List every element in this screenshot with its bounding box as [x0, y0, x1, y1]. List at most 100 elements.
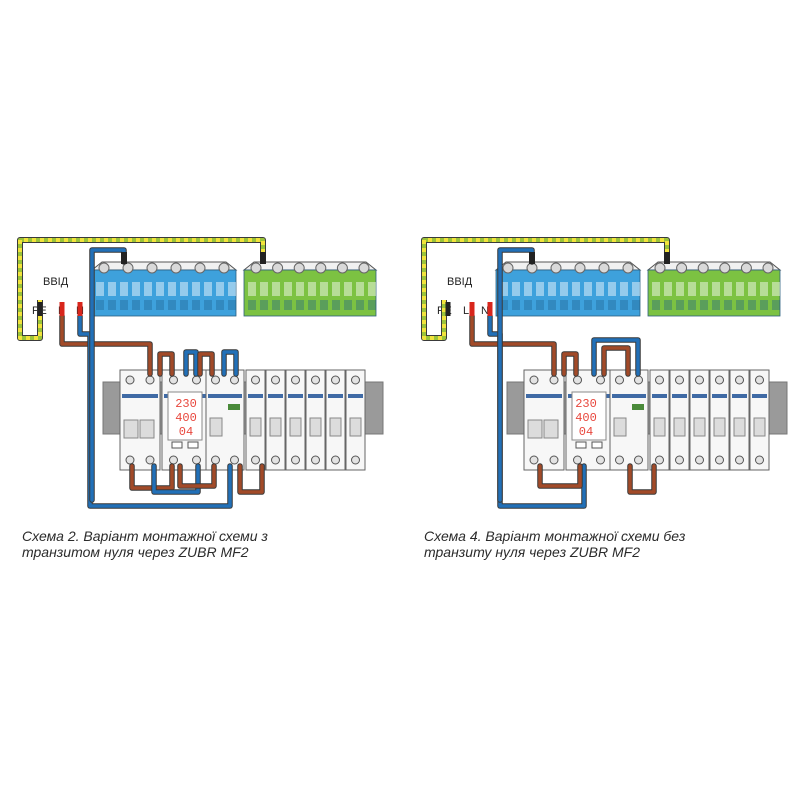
input-terminal-tip [59, 302, 65, 316]
relay-display [167, 391, 203, 441]
neutral-busbar-slot [536, 282, 544, 296]
earth-busbar-screw [740, 262, 752, 274]
mcb-6-top-screw [351, 375, 360, 385]
neutral-bridge-2 [222, 350, 238, 376]
neutral-busbar-slot [120, 282, 128, 296]
mcb-2-toggle [673, 417, 686, 437]
neutral-bridge-1-outline [591, 337, 641, 377]
mcb-6-toggle [753, 417, 766, 437]
earth-busbar-slot [760, 282, 768, 296]
caption-line: Схема 2. Варіант монтажної схеми з [22, 528, 268, 544]
neutral-busbar-slot [572, 282, 580, 296]
neutral-busbar-slot [192, 282, 200, 296]
input-terminal-tip [445, 302, 451, 316]
input-phase-wire [470, 314, 556, 376]
neutral-busbar-slot [500, 282, 508, 296]
earth-busbar-screw [315, 262, 327, 274]
mcb-4-top-screw [715, 375, 724, 385]
neutral-busbar-screw-slot [536, 300, 544, 310]
earth-busbar-slot [772, 282, 780, 296]
earth-busbar-slot [296, 282, 304, 296]
main-breaker-toggle [543, 419, 559, 439]
rcd-output-bridge [238, 464, 264, 494]
neutral-busbar-cover [494, 261, 642, 271]
wiring-diagram-right: ВВІД PE L N 230 400 04 [421, 237, 788, 509]
earth-busbar-screw [654, 262, 666, 274]
earth-busbar-screw [293, 262, 305, 274]
earth-busbar-screw-slot [308, 300, 316, 310]
relay-display-current: 400 [575, 411, 597, 425]
rcd-test-tab [228, 404, 240, 410]
input-phase-wire [60, 314, 152, 376]
neutral-busbar-slot [548, 282, 556, 296]
earth-busbar-screw [336, 262, 348, 274]
neutral-bus-connector [529, 252, 535, 264]
mcb-4-toggle [713, 417, 726, 437]
neutral-busbar-slot [216, 282, 224, 296]
earth-busbar-screw-slot [260, 300, 268, 310]
main-breaker-bottom-screw [145, 455, 155, 465]
earth-bus-connector [260, 252, 266, 264]
neutral-busbar-screw-slot [632, 300, 640, 310]
mcb-1-label-strip [652, 394, 667, 398]
earth-busbar-slot [368, 282, 376, 296]
mcb-2-bottom-screw [271, 455, 280, 465]
earth-busbar-screw-slot [652, 300, 660, 310]
neutral-busbar-slot [620, 282, 628, 296]
earth-busbar-slot [344, 282, 352, 296]
mcb-5-toggle [329, 417, 342, 437]
input-label: ВВІД [43, 276, 69, 288]
earth-busbar-slot [724, 282, 732, 296]
earth-busbar-screw-slot [296, 300, 304, 310]
earth-busbar-screw-slot [368, 300, 376, 310]
earth-busbar-screw-slot [724, 300, 732, 310]
neutral-busbar-screw-slot [572, 300, 580, 310]
neutral-busbar-slot [584, 282, 592, 296]
rcd-output-bridge [628, 464, 656, 494]
neutral-busbar-slot [204, 282, 212, 296]
earth-busbar-screw [272, 262, 284, 274]
input-terminal-tip [77, 302, 83, 316]
neutral-busbar-screw [218, 262, 230, 274]
mcb-5-top-screw [331, 375, 340, 385]
mcb-6-bottom-screw [351, 455, 360, 465]
phase-bridge-2 [602, 346, 630, 376]
earth-busbar-screw-slot [736, 300, 744, 310]
scheme-4-diagram: ВВІД PE L N 230 400 04 [400, 230, 800, 510]
earth-busbar-screw-slot [700, 300, 708, 310]
earth-busbar-screw [676, 262, 688, 274]
rcd-top-screw [211, 375, 220, 385]
phase-bottom-bridge [538, 464, 582, 488]
main-breaker-top-screw [549, 375, 559, 385]
earth-busbar-screw [719, 262, 731, 274]
neutral-busbar-screw-slot [584, 300, 592, 310]
mcb-3-top-screw [291, 375, 300, 385]
diagram-graphics [17, 237, 384, 509]
rcd-bottom-screw [211, 455, 220, 465]
neutral-busbar-slot [96, 282, 104, 296]
mcb-1-toggle [249, 417, 262, 437]
neutral-busbar-screw-slot [560, 300, 568, 310]
terminal-label-l: L [463, 305, 469, 317]
mcb-4-top-screw [311, 375, 320, 385]
mcb-5-label-strip [328, 394, 343, 398]
mcb-5-bottom-screw [331, 455, 340, 465]
mcb-2-toggle [269, 417, 282, 437]
earth-busbar-slot [664, 282, 672, 296]
neutral-busbar-slot [228, 282, 236, 296]
earth-busbar-screw [762, 262, 774, 274]
rcd-top-screw [230, 375, 239, 385]
neutral-busbar-screw [502, 262, 514, 274]
earth-busbar-slot [356, 282, 364, 296]
rcd-toggle [613, 417, 627, 437]
mcb-2-label-strip [268, 394, 283, 398]
scheme-2-diagram: ВВІД PE L N 230 400 04 [0, 230, 400, 510]
mcb-5-label-strip [732, 394, 747, 398]
neutral-busbar-screw [146, 262, 158, 274]
input-label: ВВІД [447, 276, 473, 288]
neutral-busbar-slot [144, 282, 152, 296]
neutral-busbar-screw [622, 262, 634, 274]
neutral-busbar-screw-slot [132, 300, 140, 310]
neutral-busbar-screw-slot [192, 300, 200, 310]
relay-display-voltage: 230 [575, 397, 597, 411]
